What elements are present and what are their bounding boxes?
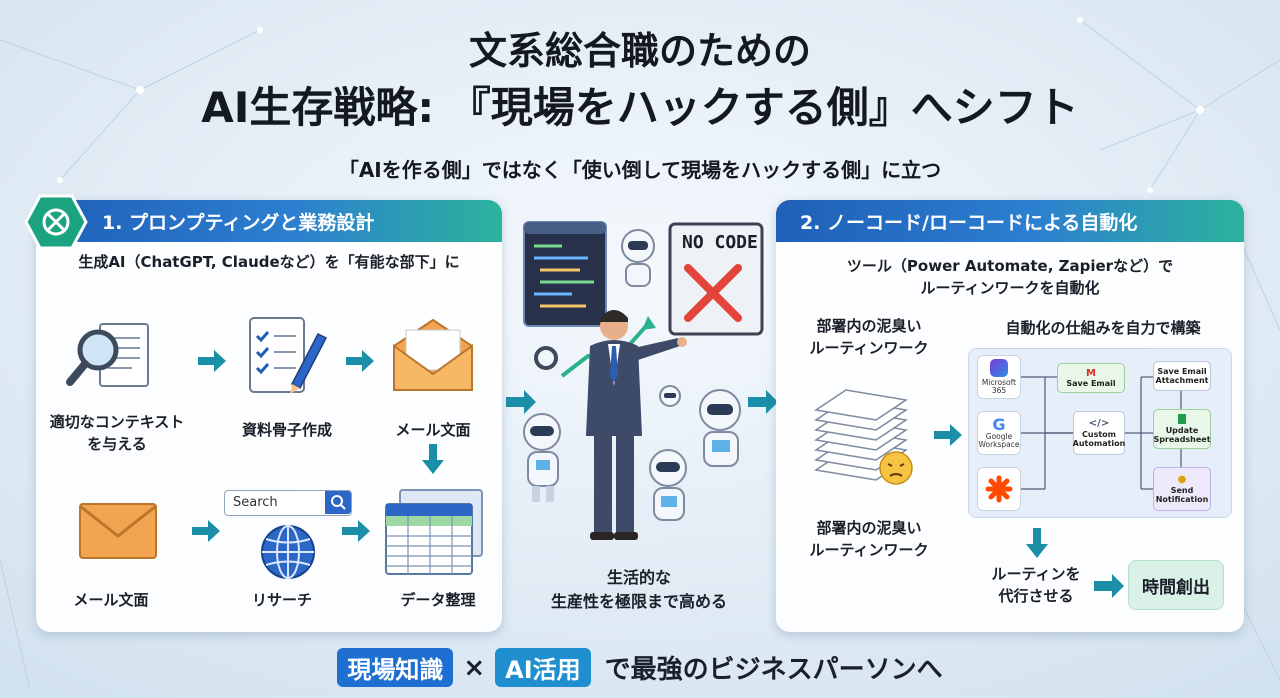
center-caption-line2: 生産性を極限まで高める [550, 592, 727, 611]
panel-automation-intro-1: ツール（Power Automate, Zapierなど）で [846, 257, 1174, 275]
automation-flow-diagram: Microsoft 365 G Google Workspace M Save … [968, 348, 1232, 518]
google-workspace-icon: G Google Workspace [977, 411, 1021, 455]
no-code-sign [668, 222, 764, 336]
google-workspace-label: Google Workspace [978, 431, 1020, 449]
arrow-right-icon [342, 520, 370, 542]
node-custom-label: Custom Automation [1072, 429, 1126, 448]
page-title-line1: 文系総合職のための [468, 29, 811, 73]
center-caption-line1: 生活的な [606, 568, 671, 587]
center-illustration [523, 221, 764, 540]
bell-icon: ● [1177, 474, 1187, 486]
node-custom-automation: </> Custom Automation [1073, 411, 1125, 455]
arrow-down-icon [1026, 528, 1048, 558]
panel-automation-header: 2. ノーコード/ローコードによる自動化 [776, 200, 1244, 242]
pill-field-knowledge: 現場知識 [337, 648, 454, 687]
robot-icon [621, 229, 655, 287]
envelope-icon [79, 503, 157, 559]
panel-prompting-intro: 生成AI（ChatGPT, Claudeなど）を「有能な部下」に [78, 253, 460, 271]
node-save-email-label: Save Email [1066, 379, 1116, 389]
magnifier-document-icon [66, 323, 149, 387]
microsoft-365-label: Microsoft 365 [981, 377, 1017, 395]
node-update-spreadsheet: Update Spreadsheet [1153, 409, 1211, 449]
search-icon [325, 491, 351, 514]
center-caption: 生活的な 生産性を極限まで高める [504, 566, 774, 614]
label-routine-bottom: 部署内の泥臭い ルーティンワーク [809, 519, 929, 559]
arrow-right-icon [1094, 574, 1124, 598]
label-context: 適切なコンテキスト を与える [49, 413, 185, 453]
label-outline: 資料骨子作成 [241, 421, 332, 439]
label-email-top: メール文面 [395, 421, 471, 439]
node-save-attachment: Save Email Attachment [1153, 361, 1211, 391]
code-icon: </> [1088, 418, 1110, 430]
bottom-tagline: で最強のビジネスパーソンへ [604, 655, 943, 685]
google-g-icon: G [992, 414, 1006, 434]
arrow-right-icon [192, 520, 220, 542]
zapier-icon [977, 467, 1021, 511]
arrow-right-icon [506, 390, 536, 414]
label-email-bottom: メール文面 [73, 591, 149, 609]
label-research: リサーチ [251, 591, 312, 609]
robot-icon [523, 413, 561, 502]
node-save-email: M Save Email [1057, 363, 1125, 393]
time-creation-box: 時間創出 [1128, 560, 1224, 610]
gmail-icon: M [1086, 367, 1096, 379]
arrow-right-icon [748, 390, 778, 414]
chatgpt-logo-icon [24, 194, 88, 250]
label-routine-top: 部署内の泥臭い ルーティンワーク [809, 317, 929, 357]
node-send-notification: ● Send Notification [1153, 467, 1211, 511]
bottom-banner: 現場知識 × AI活用 で最強のビジネスパーソンへ [0, 648, 1280, 687]
arrow-right-icon [198, 350, 226, 372]
panel-automation-intro-2: ルーティンワークを自動化 [920, 279, 1100, 297]
node-send-label: Send Notification [1155, 485, 1209, 504]
spreadsheet-icon [385, 489, 483, 575]
label-delegate: ルーティンを 代行させる [991, 565, 1081, 605]
paper-stack-icon [814, 389, 913, 485]
label-data: データ整理 [400, 591, 476, 609]
arrow-down-icon [422, 444, 444, 474]
gear-icon [534, 346, 558, 370]
search-input: Search [224, 490, 352, 516]
times-symbol: × [463, 652, 486, 683]
arrow-right-icon [934, 424, 962, 446]
flow-connectors [1021, 376, 1182, 490]
page-subtitle: 「AIを作る側」ではなく「使い倒して現場をハックする側」に立つ [338, 158, 942, 182]
microsoft-365-logo [990, 358, 1008, 377]
arrow-right-icon [346, 350, 374, 372]
robot-icon [659, 385, 681, 407]
sheets-icon [1178, 413, 1186, 424]
node-save-attachment-label: Save Email Attachment [1155, 366, 1209, 385]
businessman-figure [586, 310, 687, 540]
panel-prompting: 1. プロンプティングと業務設計 生成AI（ChatGPT, Claudeなど）… [36, 200, 502, 632]
open-envelope-icon [393, 318, 473, 391]
flow-title: 自動化の仕組みを自力で構築 [1005, 319, 1201, 337]
pill-ai-use: AI活用 [495, 648, 591, 687]
robot-icon [649, 449, 687, 521]
checklist-pencil-icon [249, 317, 328, 394]
code-screen [523, 221, 607, 327]
no-code-label: NO CODE [682, 232, 758, 253]
search-placeholder: Search [233, 495, 278, 510]
robot-icon [699, 389, 741, 467]
sad-face-icon [879, 451, 913, 485]
panel-prompting-header: 1. プロンプティングと業務設計 [36, 200, 502, 242]
node-update-label: Update Spreadsheet [1153, 425, 1211, 444]
globe-icon [261, 525, 315, 579]
page-title-line2: AI生存戦略: 『現場をハックする側』へシフト [201, 83, 1079, 132]
microsoft-365-icon: Microsoft 365 [977, 355, 1021, 399]
